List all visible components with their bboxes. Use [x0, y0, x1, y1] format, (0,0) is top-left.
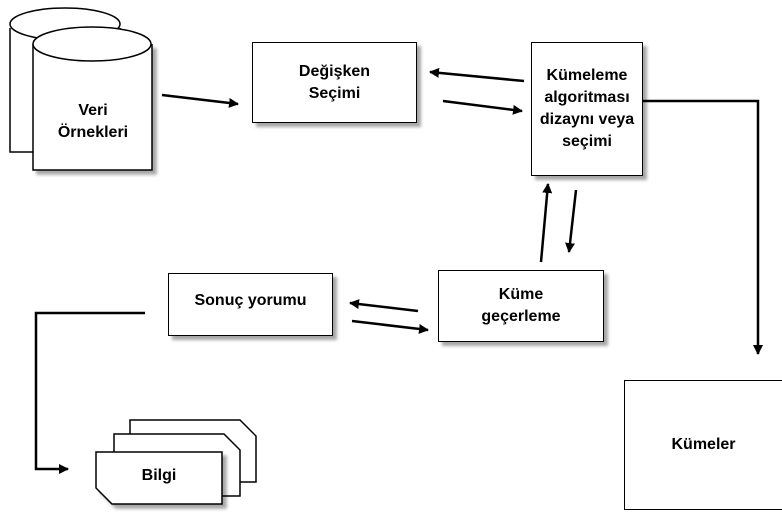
- bilgi-document-stack: [95, 419, 257, 505]
- veri-ornekleri-line2: Örnekleri: [57, 124, 129, 141]
- front-cylinder-top: [32, 26, 152, 62]
- kume-gecerleme-line2: geçerleme: [481, 308, 561, 325]
- data-store-cylinder: [9, 7, 153, 171]
- kumeler-label: Kümeler: [671, 436, 736, 453]
- connectors: [34, 67, 763, 474]
- kumeleme-line2: algoritması: [544, 89, 630, 106]
- kumeleme-line4: seçimi: [562, 133, 612, 150]
- arrow-gecerleme-to-sonuc: [349, 299, 419, 313]
- front-cylinder-shape: [32, 44, 153, 171]
- kumeleme-line3: dizaynı veya: [539, 111, 635, 128]
- kumeler-box: Kümeler: [624, 380, 782, 510]
- degisken-secimi-line1: Değişken: [298, 62, 371, 80]
- kume-gecerleme-line1: Küme: [498, 286, 544, 303]
- kumeleme-algoritmasi-box: Kümeleme algoritması dizaynı veya seçimi: [531, 42, 643, 176]
- arrow-sonuc-to-bilgi: [34, 311, 145, 474]
- bilgi-doc-front: [95, 451, 223, 505]
- sonuc-yorumu-label: Sonuç yorumu: [194, 292, 307, 309]
- arrow-gecerleme-to-kumeleme: [539, 183, 553, 263]
- veri-ornekleri-label: Veri Örnekleri: [36, 100, 150, 144]
- arrow-veri-to-degisken: [161, 93, 239, 108]
- kumeleme-line1: Kümeleme: [546, 67, 628, 84]
- degisken-secimi-line2: Seçimi: [308, 84, 361, 102]
- bilgi-label: Bilgi: [141, 467, 177, 484]
- arrow-degisken-to-kumeleme: [442, 99, 523, 115]
- veri-ornekleri-line1: Veri: [78, 102, 108, 119]
- arrow-kumeleme-to-degisken: [429, 67, 525, 83]
- degisken-secimi-box: Değişken Seçimi: [252, 42, 417, 123]
- kume-gecerleme-box: Küme geçerleme: [438, 270, 604, 342]
- arrow-kumeleme-to-kumeler: [642, 99, 763, 355]
- arrow-sonuc-to-gecerleme: [351, 319, 429, 334]
- arrow-kumeleme-to-gecerleme: [565, 189, 578, 253]
- sonuc-yorumu-box: Sonuç yorumu: [168, 273, 333, 336]
